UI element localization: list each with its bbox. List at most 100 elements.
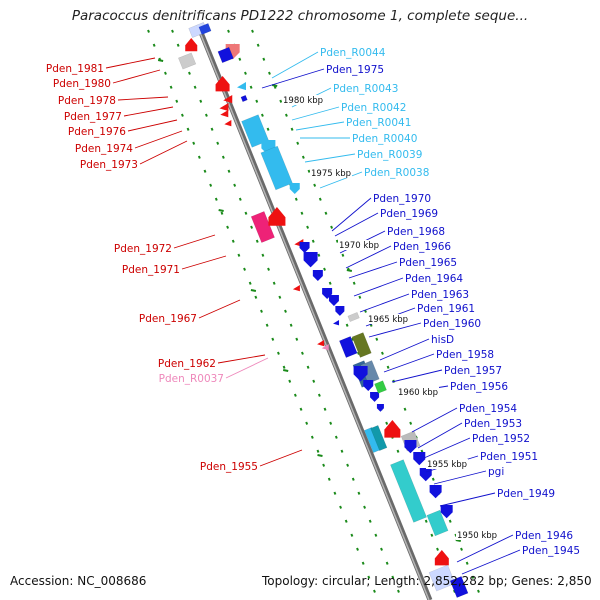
guide-dot [268, 71, 271, 75]
guide-dot [204, 113, 208, 117]
callout-pden_1963 [359, 293, 410, 313]
guide-dot [254, 295, 258, 299]
scale-label-bg [338, 240, 380, 250]
scale-label-1980-kbp: 1980 kbp [283, 96, 323, 106]
gene-pden-r0037 [321, 344, 329, 351]
scale-label-bg [426, 459, 468, 469]
guide-dot [324, 211, 328, 215]
label-pden_1975: Pden_1975 [326, 64, 384, 76]
guide-dot [171, 29, 174, 33]
guide-tick [250, 289, 257, 292]
gene-pden-r0044 [236, 82, 246, 91]
guide-dot [227, 169, 231, 173]
callout-pden_r0038 [319, 171, 363, 189]
guide-dot [216, 141, 220, 145]
label-pden_1946: Pden_1946 [515, 530, 573, 542]
gene-cyan-lower [426, 509, 449, 537]
guide-tick [317, 454, 323, 457]
guide-tick [346, 269, 353, 272]
guide-dot [188, 71, 191, 75]
label-pden_1980: Pden_1980 [53, 78, 111, 90]
label-pden_1958: Pden_1958 [436, 349, 494, 361]
guide-dot [294, 197, 298, 201]
guide-dot [317, 253, 321, 257]
scale-label-1970-kbp: 1970 kbp [339, 241, 379, 251]
callout-pden_1980 [112, 69, 161, 84]
guide-dot [341, 253, 345, 257]
callout-pden_1965 [348, 261, 398, 279]
callout-pden_1973 [139, 140, 188, 165]
guide-dot [197, 155, 201, 159]
gene-features [178, 22, 469, 598]
callout-pden_1976 [127, 119, 178, 132]
guide-dot [436, 547, 439, 551]
guide-dot [339, 505, 343, 509]
guide-dot [261, 253, 265, 257]
guide-dot [186, 127, 190, 131]
gene-pden-1949 [440, 505, 453, 519]
guide-dot [317, 393, 321, 397]
guide-dot [244, 211, 248, 215]
gene-pden-1953 [413, 452, 426, 466]
guide-dot [306, 365, 310, 369]
gene-blue-bottom [449, 576, 469, 598]
guide-dot [328, 281, 332, 285]
guide-dot [250, 225, 254, 229]
gene-block-top-blue [198, 23, 212, 35]
callout-pden_1955 [259, 449, 303, 467]
guide-dot [193, 85, 197, 89]
callout-pden_1945 [461, 549, 521, 575]
label-pden_1973: Pden_1973 [80, 159, 138, 171]
guide-dot [266, 127, 270, 131]
scale-label-1955-kbp: 1955 kbp [427, 460, 467, 470]
label-pden_1978: Pden_1978 [58, 95, 116, 107]
label-pden_1961: Pden_1961 [417, 303, 475, 315]
label-pden_r0038: Pden_R0038 [364, 167, 429, 179]
guide-dot [282, 365, 286, 369]
gene-grey-1 [178, 52, 197, 70]
guide-dot [307, 169, 311, 173]
gene-pden-1980 [215, 76, 230, 92]
callout-pden_1978 [117, 96, 169, 101]
guide-dot [255, 99, 259, 103]
gene-small-blue [240, 94, 248, 103]
gene-pden-1951 [429, 485, 442, 499]
guide-dot [251, 29, 254, 33]
gene-pden-1981 [185, 38, 198, 52]
callout-pden_1954 [411, 407, 458, 433]
guide-dot [430, 533, 434, 537]
scale-label-bg [367, 314, 409, 324]
gene-pden-1970 [299, 242, 310, 253]
guide-dot [226, 225, 230, 229]
gene-pden-1974 [224, 120, 232, 127]
label-pden_1954: Pden_1954 [459, 403, 517, 415]
label-pden_1976: Pden_1976 [68, 126, 126, 138]
label-pden_1963: Pden_1963 [411, 289, 469, 301]
chromosome-backbone-highlight [196, 24, 430, 600]
guide-dot [323, 407, 327, 411]
guide-dot [312, 379, 316, 383]
guide-dot [329, 421, 333, 425]
guide-dot [296, 141, 300, 145]
guide-dot [368, 519, 372, 523]
guide-dot [335, 239, 339, 243]
gene-pden-1957 [363, 380, 374, 391]
guide-dot [203, 169, 207, 173]
guide-dot [175, 99, 179, 103]
guide-dot [267, 267, 270, 271]
label-pden_r0042: Pden_R0042 [341, 102, 406, 114]
gene-pden-1976 [220, 110, 229, 118]
callout-pgi [433, 470, 487, 485]
guide-dot [397, 589, 400, 593]
guide-dot [310, 435, 314, 439]
guide-dot [403, 407, 407, 411]
label-pden_1968: Pden_1968 [387, 226, 445, 238]
callout-pden_1966 [345, 245, 392, 269]
callout-pden_1970 [331, 197, 372, 232]
guide-dot [391, 575, 395, 579]
gene-pden-1963-small [333, 320, 340, 326]
callout-pden_1967 [198, 299, 241, 319]
label-pden_1960: Pden_1960 [423, 318, 481, 330]
label-pden_r0044: Pden_R0044 [320, 47, 386, 59]
